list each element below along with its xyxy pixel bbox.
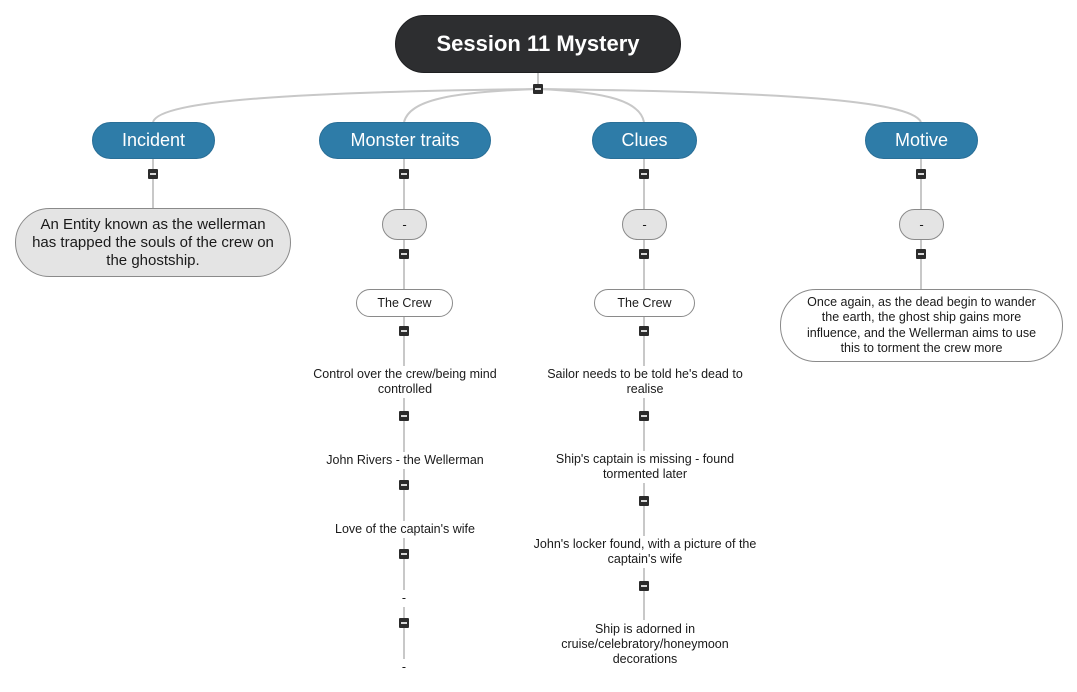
branch-label: Motive (894, 130, 948, 150)
node-label: John's locker found, with a picture of t… (533, 537, 757, 566)
monster-placeholder-node[interactable]: - (382, 209, 427, 240)
collapse-minus-icon[interactable] (916, 249, 926, 259)
branch-incident[interactable]: Incident (92, 122, 215, 159)
branch-monster-traits[interactable]: Monster traits (319, 122, 491, 159)
node-label: - (401, 591, 407, 605)
incident-description[interactable]: An Entity known as the wellerman has tra… (15, 208, 291, 277)
collapse-minus-icon[interactable] (639, 411, 649, 421)
node-label: The Crew (617, 296, 672, 310)
collapse-minus-icon[interactable] (639, 169, 649, 179)
monster-item[interactable]: Control over the crew/being mind control… (300, 366, 510, 398)
monster-item[interactable]: Love of the captain's wife (300, 521, 510, 538)
node-label: Sailor needs to be told he's dead to rea… (547, 367, 743, 396)
node-label: - (642, 217, 647, 232)
connector-root-clues (537, 88, 645, 123)
clue-item[interactable]: John's locker found, with a picture of t… (518, 536, 772, 568)
monster-item[interactable]: John Rivers - the Wellerman (300, 452, 510, 469)
connector-root-incident (152, 88, 539, 123)
node-label: Ship is adorned in cruise/celebratory/ho… (561, 622, 729, 666)
collapse-minus-icon[interactable] (399, 549, 409, 559)
node-label: - (919, 217, 924, 232)
node-label: - (401, 660, 407, 674)
branch-label: Clues (621, 130, 668, 150)
collapse-minus-icon[interactable] (639, 496, 649, 506)
branch-label: Incident (121, 130, 186, 150)
root-topic[interactable]: Session 11 Mystery (395, 15, 681, 73)
clues-placeholder-node[interactable]: - (622, 209, 667, 240)
connector-root-monster (403, 88, 539, 123)
clue-item[interactable]: Ship's captain is missing - found tormen… (540, 451, 750, 483)
node-label: Love of the captain's wife (335, 522, 475, 536)
collapse-minus-icon[interactable] (639, 581, 649, 591)
node-label: Ship's captain is missing - found tormen… (555, 452, 735, 481)
monster-item[interactable]: - (390, 659, 418, 676)
node-label: John Rivers - the Wellerman (326, 453, 484, 467)
collapse-minus-icon[interactable] (916, 169, 926, 179)
clue-item[interactable]: Ship is adorned in cruise/celebratory/ho… (548, 621, 742, 668)
clues-group-the-crew[interactable]: The Crew (594, 289, 695, 317)
node-label: The Crew (377, 296, 432, 310)
node-label: - (402, 217, 407, 232)
collapse-minus-icon[interactable] (148, 169, 158, 179)
collapse-minus-icon[interactable] (399, 618, 409, 628)
node-label: An Entity known as the wellerman has tra… (32, 215, 274, 269)
node-label: Once again, as the dead begin to wander … (806, 294, 1037, 356)
collapse-minus-icon[interactable] (399, 249, 409, 259)
collapse-minus-icon[interactable] (399, 480, 409, 490)
collapse-minus-icon[interactable] (639, 249, 649, 259)
collapse-minus-icon[interactable] (399, 326, 409, 336)
monster-group-the-crew[interactable]: The Crew (356, 289, 453, 317)
branch-label: Monster traits (350, 130, 460, 150)
branch-motive[interactable]: Motive (865, 122, 978, 159)
root-topic-label: Session 11 Mystery (436, 31, 640, 56)
connector-root-motive (537, 88, 922, 123)
collapse-minus-icon[interactable] (639, 326, 649, 336)
collapse-minus-icon[interactable] (399, 411, 409, 421)
collapse-minus-icon[interactable] (399, 169, 409, 179)
motive-description[interactable]: Once again, as the dead begin to wander … (780, 289, 1063, 362)
collapse-minus-icon[interactable] (533, 84, 543, 94)
motive-placeholder-node[interactable]: - (899, 209, 944, 240)
branch-clues[interactable]: Clues (592, 122, 697, 159)
clue-item[interactable]: Sailor needs to be told he's dead to rea… (530, 366, 760, 398)
monster-item[interactable]: - (390, 590, 418, 607)
node-label: Control over the crew/being mind control… (313, 367, 497, 396)
